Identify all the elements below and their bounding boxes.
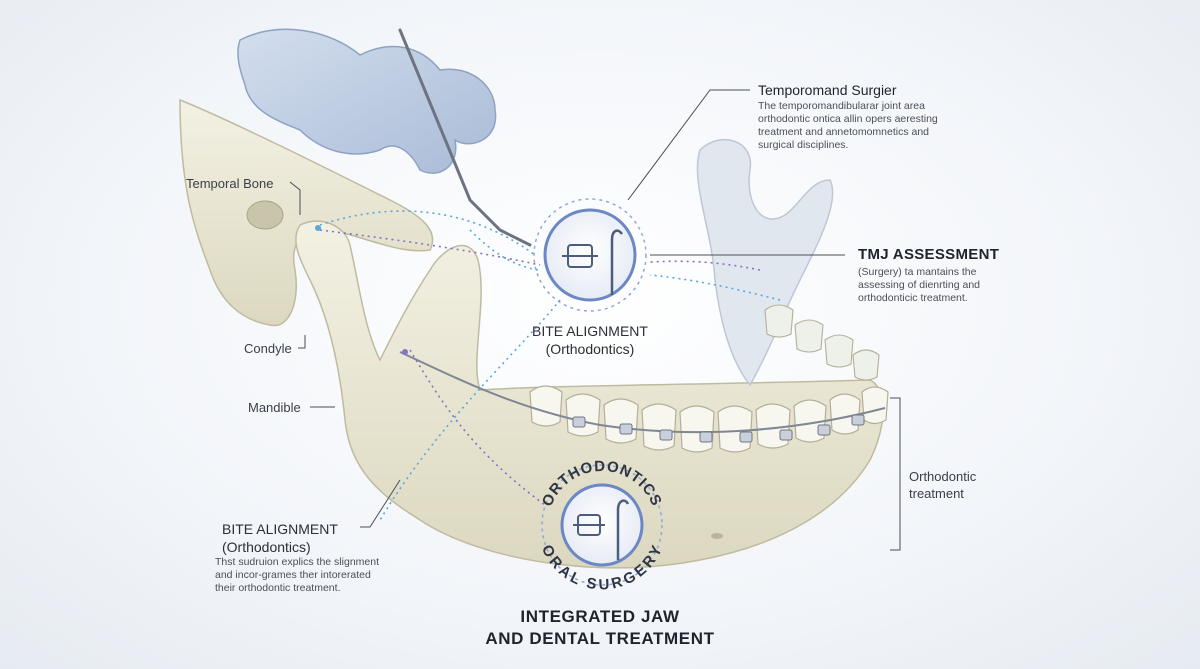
connector-tmj	[649, 260, 761, 271]
teeth-row	[529, 385, 889, 453]
probe-icon	[610, 229, 624, 295]
right-ramus	[696, 139, 834, 387]
bite-left-line2: (Orthodontics)	[222, 539, 311, 555]
leader-condyle	[298, 335, 306, 349]
leader-temporomand	[627, 89, 750, 201]
bite-left-line1: BITE ALIGNMENT	[222, 521, 338, 537]
leader-bite-left	[360, 479, 401, 528]
connector-upper-teeth	[649, 274, 781, 301]
connector-condyle-blue	[319, 210, 536, 256]
label-condyle: Condyle	[244, 341, 292, 356]
temporomand-text: The temporomandibularar joint area ortho…	[758, 100, 938, 151]
connector-condyle-purple	[319, 229, 541, 266]
leader-ortho	[890, 397, 901, 551]
title-line1: INTEGRATED JAW	[520, 607, 680, 626]
connector-mandible	[409, 349, 546, 506]
bite-center-line1: BITE ALIGNMENT	[532, 323, 648, 339]
bottom-probe-icon	[616, 499, 630, 560]
bracket-icon	[562, 244, 598, 268]
tmj-title: TMJ ASSESSMENT	[858, 246, 1000, 263]
archwire	[399, 351, 886, 434]
connector-bite-left	[379, 299, 561, 521]
main-title: INTEGRATED JAW AND DENTAL TREATMENT	[400, 606, 800, 650]
leader-temporal	[289, 181, 301, 215]
bite-center-line2: (Orthodontics)	[545, 341, 635, 357]
label-orthodontic-treatment: Orthodontic treatment	[909, 469, 977, 501]
bite-alignment-left: BITE ALIGNMENT (Orthodontics)	[222, 520, 362, 556]
bottom-bracket-icon	[573, 514, 605, 536]
ear-canal	[246, 200, 284, 230]
label-mandible: Mandible	[248, 400, 301, 415]
temporomand-title: Temporomand Surgier	[758, 82, 897, 98]
bite-alignment-center: BITE ALIGNMENT (Orthodontics)	[500, 322, 680, 358]
dental-instrument	[398, 28, 532, 247]
gloved-hand	[237, 28, 497, 174]
tmj-text: (Surgery) ta mantains the assessing of d…	[858, 266, 980, 304]
bite-left-text: Thst sudruion explics the slignment and …	[215, 556, 379, 594]
brackets	[572, 414, 865, 443]
title-line2: AND DENTAL TREATMENT	[485, 629, 715, 648]
upper-teeth	[764, 304, 880, 381]
label-temporal-bone: Temporal Bone	[186, 176, 274, 191]
